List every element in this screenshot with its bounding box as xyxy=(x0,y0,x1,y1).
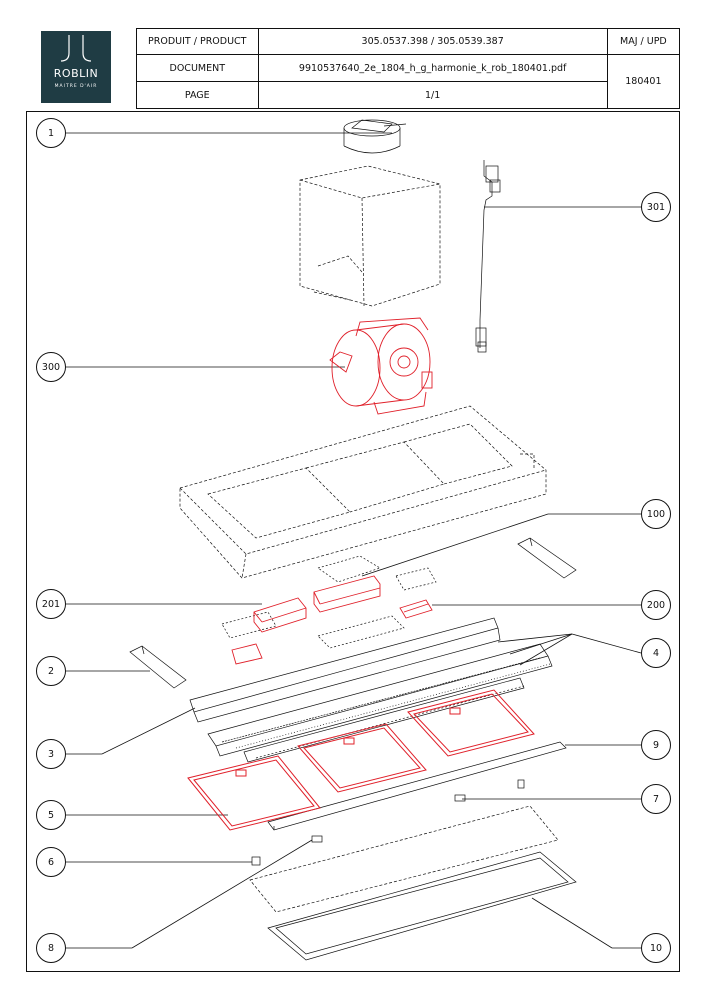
logo-name: ROBLIN xyxy=(53,67,99,80)
callout-300: 300 xyxy=(36,352,66,382)
callout-2: 2 xyxy=(36,656,66,686)
callout-301: 301 xyxy=(641,192,671,222)
hood-body xyxy=(179,405,547,579)
callout-4: 4 xyxy=(641,638,671,668)
leader-lines xyxy=(66,132,642,949)
front-rail-9 xyxy=(251,741,567,866)
maj-value: 180401 xyxy=(606,54,681,109)
control-box-outlines xyxy=(221,555,437,649)
glass-panel xyxy=(249,805,577,961)
callout-201: 201 xyxy=(36,589,66,619)
callout-10: 10 xyxy=(641,933,671,963)
logo-mark-icon xyxy=(60,35,92,62)
switch-200 xyxy=(399,599,433,619)
front-frame xyxy=(189,617,553,763)
maj-label: MAJ / UPD xyxy=(606,28,681,55)
side-plate-left xyxy=(129,645,187,689)
callout-7: 7 xyxy=(641,784,671,814)
grease-filters xyxy=(187,689,535,831)
callout-100: 100 xyxy=(641,499,671,529)
chimney-housing xyxy=(299,165,441,307)
callout-5: 5 xyxy=(36,800,66,830)
title-block: PRODUIT / PRODUCT 305.0537.398 / 305.053… xyxy=(136,28,681,109)
page-label: PAGE xyxy=(136,81,259,109)
side-plate-right xyxy=(517,537,577,579)
callout-3: 3 xyxy=(36,739,66,769)
callout-1: 1 xyxy=(36,118,66,148)
callout-8: 8 xyxy=(36,933,66,963)
drawing-frame xyxy=(26,111,680,972)
power-cable xyxy=(475,160,501,353)
transformer-201 xyxy=(231,575,381,665)
page-value: 1/1 xyxy=(257,81,608,109)
outlet-collar xyxy=(343,119,407,154)
callout-6: 6 xyxy=(36,847,66,877)
logo-tagline: MAITRE D'AIR xyxy=(54,84,98,89)
motor-unit xyxy=(329,317,433,415)
product-label: PRODUIT / PRODUCT xyxy=(136,28,259,55)
callout-9: 9 xyxy=(641,730,671,760)
roblin-logo: ROBLIN MAITRE D'AIR xyxy=(41,31,111,103)
callout-200: 200 xyxy=(641,590,671,620)
